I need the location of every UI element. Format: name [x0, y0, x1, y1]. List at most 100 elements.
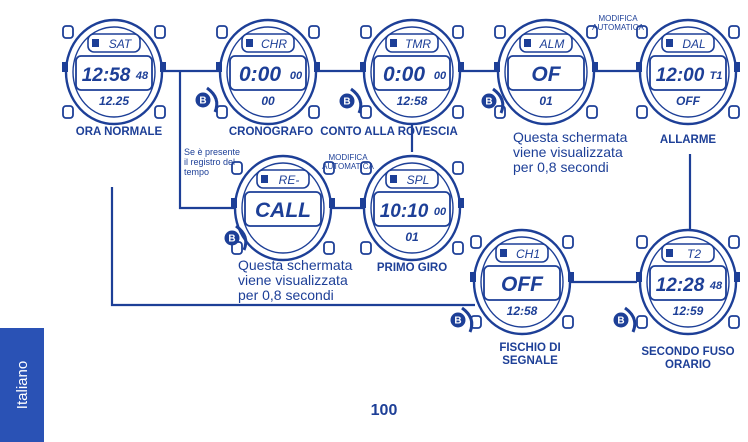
main-digits: 0:00 — [239, 63, 281, 86]
b-button-icon — [613, 312, 629, 328]
watch-lug — [586, 105, 598, 119]
main-digits: 10:10 — [380, 201, 429, 222]
press-arc — [235, 224, 248, 251]
side-button — [329, 198, 335, 208]
sub-digits: 01 — [405, 230, 419, 244]
label-ora-normale: ORA NORMALE — [75, 126, 163, 138]
mode-indicator — [390, 39, 397, 47]
watch-lug — [154, 105, 166, 119]
press-arc — [206, 86, 219, 113]
main-display — [244, 191, 322, 227]
side-button — [360, 62, 366, 72]
b-button-label: B — [485, 97, 492, 108]
watch-lug — [452, 105, 464, 119]
watch-lug — [62, 25, 74, 39]
language-tab: Italiano — [0, 328, 44, 442]
side-button — [636, 62, 642, 72]
seconds-digits: 48 — [709, 280, 723, 292]
sub-digits: 00 — [261, 94, 275, 108]
side-button — [458, 62, 464, 72]
mode-text: CH1 — [516, 247, 540, 261]
sub-digits: 01 — [539, 94, 553, 108]
watch-lug — [231, 161, 243, 175]
mode-text: DAL — [682, 37, 705, 51]
main-display — [75, 55, 153, 91]
watch-lug — [216, 25, 228, 39]
watch-lug — [360, 105, 372, 119]
side-button — [62, 62, 68, 72]
watch-lug — [360, 241, 372, 255]
mode-indicator — [524, 39, 531, 47]
b-button-label: B — [228, 234, 235, 245]
mode-window — [661, 243, 715, 263]
watch-inner-ring — [370, 26, 454, 118]
side-button — [216, 62, 222, 72]
watch-lug — [470, 235, 482, 249]
main-display — [373, 191, 451, 227]
mode-window — [241, 33, 295, 53]
connector-recall — [178, 71, 238, 210]
press-arc — [461, 306, 474, 333]
mode-text: T2 — [687, 247, 701, 261]
mode-window — [495, 243, 549, 263]
seconds-digits: 00 — [290, 70, 303, 82]
b-button-label: B — [454, 316, 461, 327]
b-button-label: B — [199, 96, 206, 107]
main-digits: CALL — [255, 199, 311, 222]
watch-inner-ring — [480, 236, 564, 328]
main-digits: 12:00 — [656, 65, 705, 86]
watch-lug — [636, 235, 648, 249]
side-button — [231, 198, 237, 208]
b-button-label: B — [343, 97, 350, 108]
watch-lug — [360, 25, 372, 39]
label-cronografo: CRONOGRAFO — [228, 126, 314, 138]
label-conto-alla-rovescia: CONTO ALLA ROVESCIA — [320, 126, 458, 138]
watch-lug — [452, 161, 464, 175]
main-digits: OF — [531, 63, 561, 86]
b-button-label: B — [617, 316, 624, 327]
seconds-digits: 00 — [434, 70, 447, 82]
main-display — [649, 55, 727, 91]
main-digits: 0:00 — [383, 63, 425, 86]
label-primo-giro: PRIMO GIRO — [376, 262, 448, 274]
sub-digits: 12:58 — [397, 94, 428, 108]
mode-indicator — [390, 175, 397, 183]
side-button — [314, 62, 320, 72]
seconds-digits: 00 — [434, 206, 447, 218]
mode-text: CHR — [261, 37, 287, 51]
watch-conto-rovescia: TMR 0:00 00 12:58 B — [339, 18, 464, 126]
main-display — [229, 55, 307, 91]
sub-digits: 12.25 — [99, 94, 129, 108]
side-button — [636, 272, 642, 282]
main-display — [649, 265, 727, 301]
mode-text: TMR — [405, 37, 431, 51]
watch-lug — [154, 25, 166, 39]
mode-window — [87, 33, 141, 53]
watch-lug — [308, 25, 320, 39]
watch-inner-ring — [226, 26, 310, 118]
b-button-icon — [195, 92, 211, 108]
watch-lug — [728, 25, 740, 39]
watch-lug — [494, 25, 506, 39]
watch-lug — [62, 105, 74, 119]
mode-window — [519, 33, 573, 53]
watch-lug — [728, 105, 740, 119]
watch-inner-ring — [504, 26, 588, 118]
main-digits: OFF — [501, 273, 544, 296]
b-button-icon — [339, 93, 355, 109]
page-number: 100 — [370, 402, 398, 419]
watch-lug — [728, 235, 740, 249]
watch-lug — [636, 25, 648, 39]
